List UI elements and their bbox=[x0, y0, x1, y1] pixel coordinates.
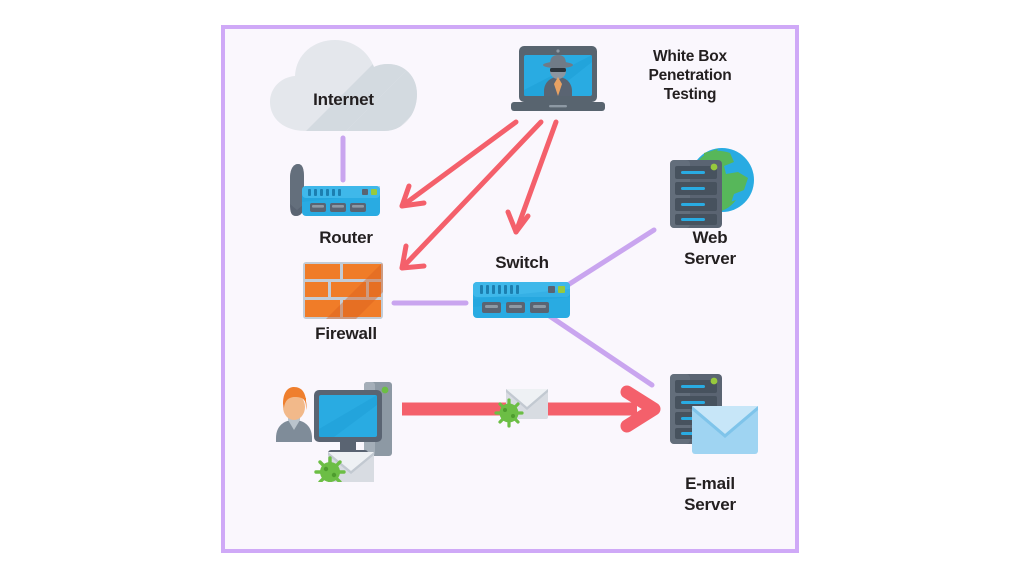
switch-label: Switch bbox=[495, 253, 549, 272]
diagram-title-line-2: Penetration bbox=[648, 66, 732, 84]
virus-envelope-icon bbox=[494, 385, 550, 437]
web-server-label: Web Server bbox=[640, 228, 780, 269]
firewall-label: Firewall bbox=[315, 324, 377, 343]
firewall-brick-icon bbox=[303, 262, 383, 319]
router-icon bbox=[288, 158, 384, 224]
cloud-icon bbox=[266, 36, 421, 141]
diagram-title-line-3: Testing bbox=[663, 85, 717, 103]
virus-icon bbox=[494, 398, 524, 428]
email-server-label-line-2: Server bbox=[684, 494, 736, 514]
web-server-globe-icon bbox=[664, 144, 756, 234]
hacker-laptop-icon bbox=[509, 44, 607, 120]
router-label: Router bbox=[319, 228, 373, 247]
diagram-title: White Box Penetration Testing bbox=[605, 48, 775, 105]
user-desktop-icon bbox=[272, 372, 412, 482]
avatar-icon bbox=[276, 387, 312, 442]
email-server-label-line-1: E-mail bbox=[685, 474, 735, 493]
cloud-label: Internet bbox=[313, 90, 374, 109]
web-server-label-line-2: Server bbox=[684, 248, 736, 268]
virus-envelope-icon bbox=[314, 452, 374, 482]
web-server-label-line-1: Web bbox=[692, 228, 728, 247]
email-server-label: E-mail Server bbox=[630, 474, 790, 515]
diagram-title-line-1: White Box bbox=[653, 48, 727, 65]
switch-icon bbox=[472, 281, 571, 319]
email-server-icon bbox=[662, 372, 760, 458]
virus-icon bbox=[314, 456, 346, 482]
